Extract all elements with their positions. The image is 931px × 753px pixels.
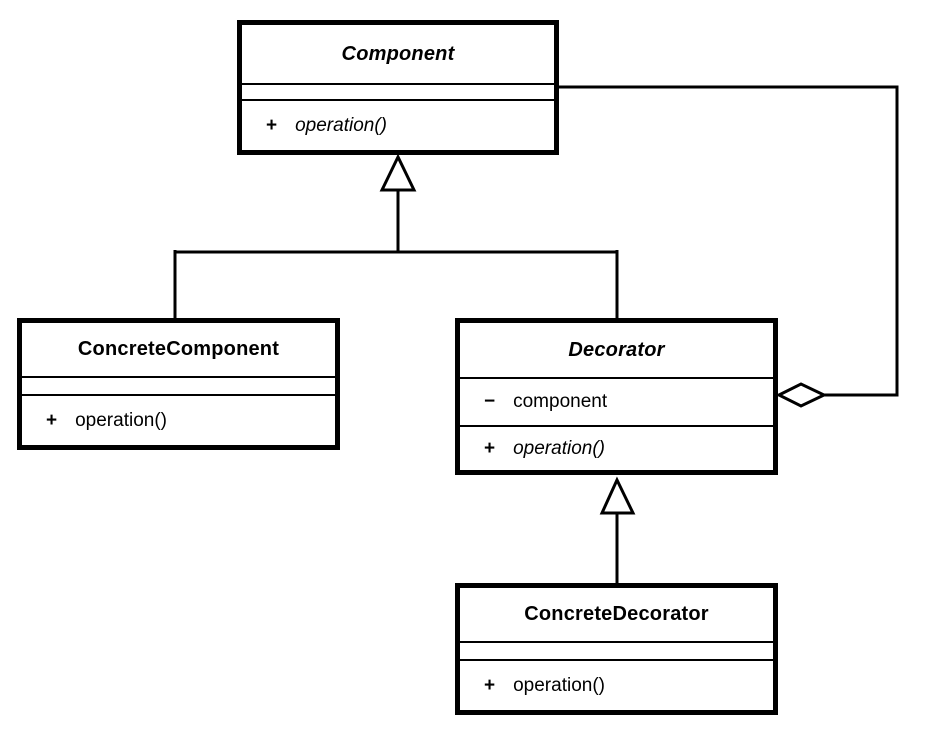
class-concrete-component: ConcreteComponent + operation() [17, 318, 340, 450]
inheritance-triangle-component [379, 153, 417, 192]
class-component-attributes-section [242, 83, 554, 101]
class-component-methods-section: + operation() [242, 101, 554, 150]
class-component-name: Component [341, 42, 455, 65]
method-concrete-component-operation: + operation() [22, 396, 335, 445]
aggregation-line [552, 85, 899, 397]
class-component: Component + operation() [237, 20, 559, 155]
inheritance-triangle-decorator [599, 476, 636, 515]
class-decorator-methods-section: + operation() [460, 427, 773, 470]
attribute-name: component [513, 391, 608, 412]
method-component-operation: + operation() [242, 101, 554, 150]
visibility-public: + [484, 437, 496, 459]
aggregation-diamond [775, 382, 828, 408]
method-signature: operation() [75, 409, 167, 431]
class-concrete-component-attributes-section [22, 376, 335, 396]
class-decorator-attributes-section: − component [460, 377, 773, 427]
method-signature: operation() [513, 437, 605, 459]
class-concrete-decorator-attributes-section [460, 641, 773, 661]
class-concrete-component-methods-section: + operation() [22, 396, 335, 445]
class-concrete-decorator: ConcreteDecorator + operation() [455, 583, 778, 715]
method-concrete-decorator-operation: + operation() [460, 661, 773, 710]
visibility-private: − [484, 391, 496, 412]
class-concrete-decorator-methods-section: + operation() [460, 661, 773, 710]
class-decorator-name: Decorator [568, 338, 665, 361]
attribute-decorator-component: − component [460, 379, 773, 425]
class-concrete-component-name: ConcreteComponent [77, 338, 280, 360]
class-concrete-decorator-name: ConcreteDecorator [524, 603, 709, 625]
method-signature: operation() [295, 114, 387, 136]
method-signature: operation() [513, 674, 605, 696]
generalization-edges-to-component [173, 189, 619, 325]
visibility-public: + [484, 674, 496, 696]
visibility-public: + [266, 114, 278, 136]
class-decorator: Decorator − component + operation() [455, 318, 778, 475]
method-decorator-operation: + operation() [460, 427, 773, 470]
visibility-public: + [46, 409, 58, 431]
